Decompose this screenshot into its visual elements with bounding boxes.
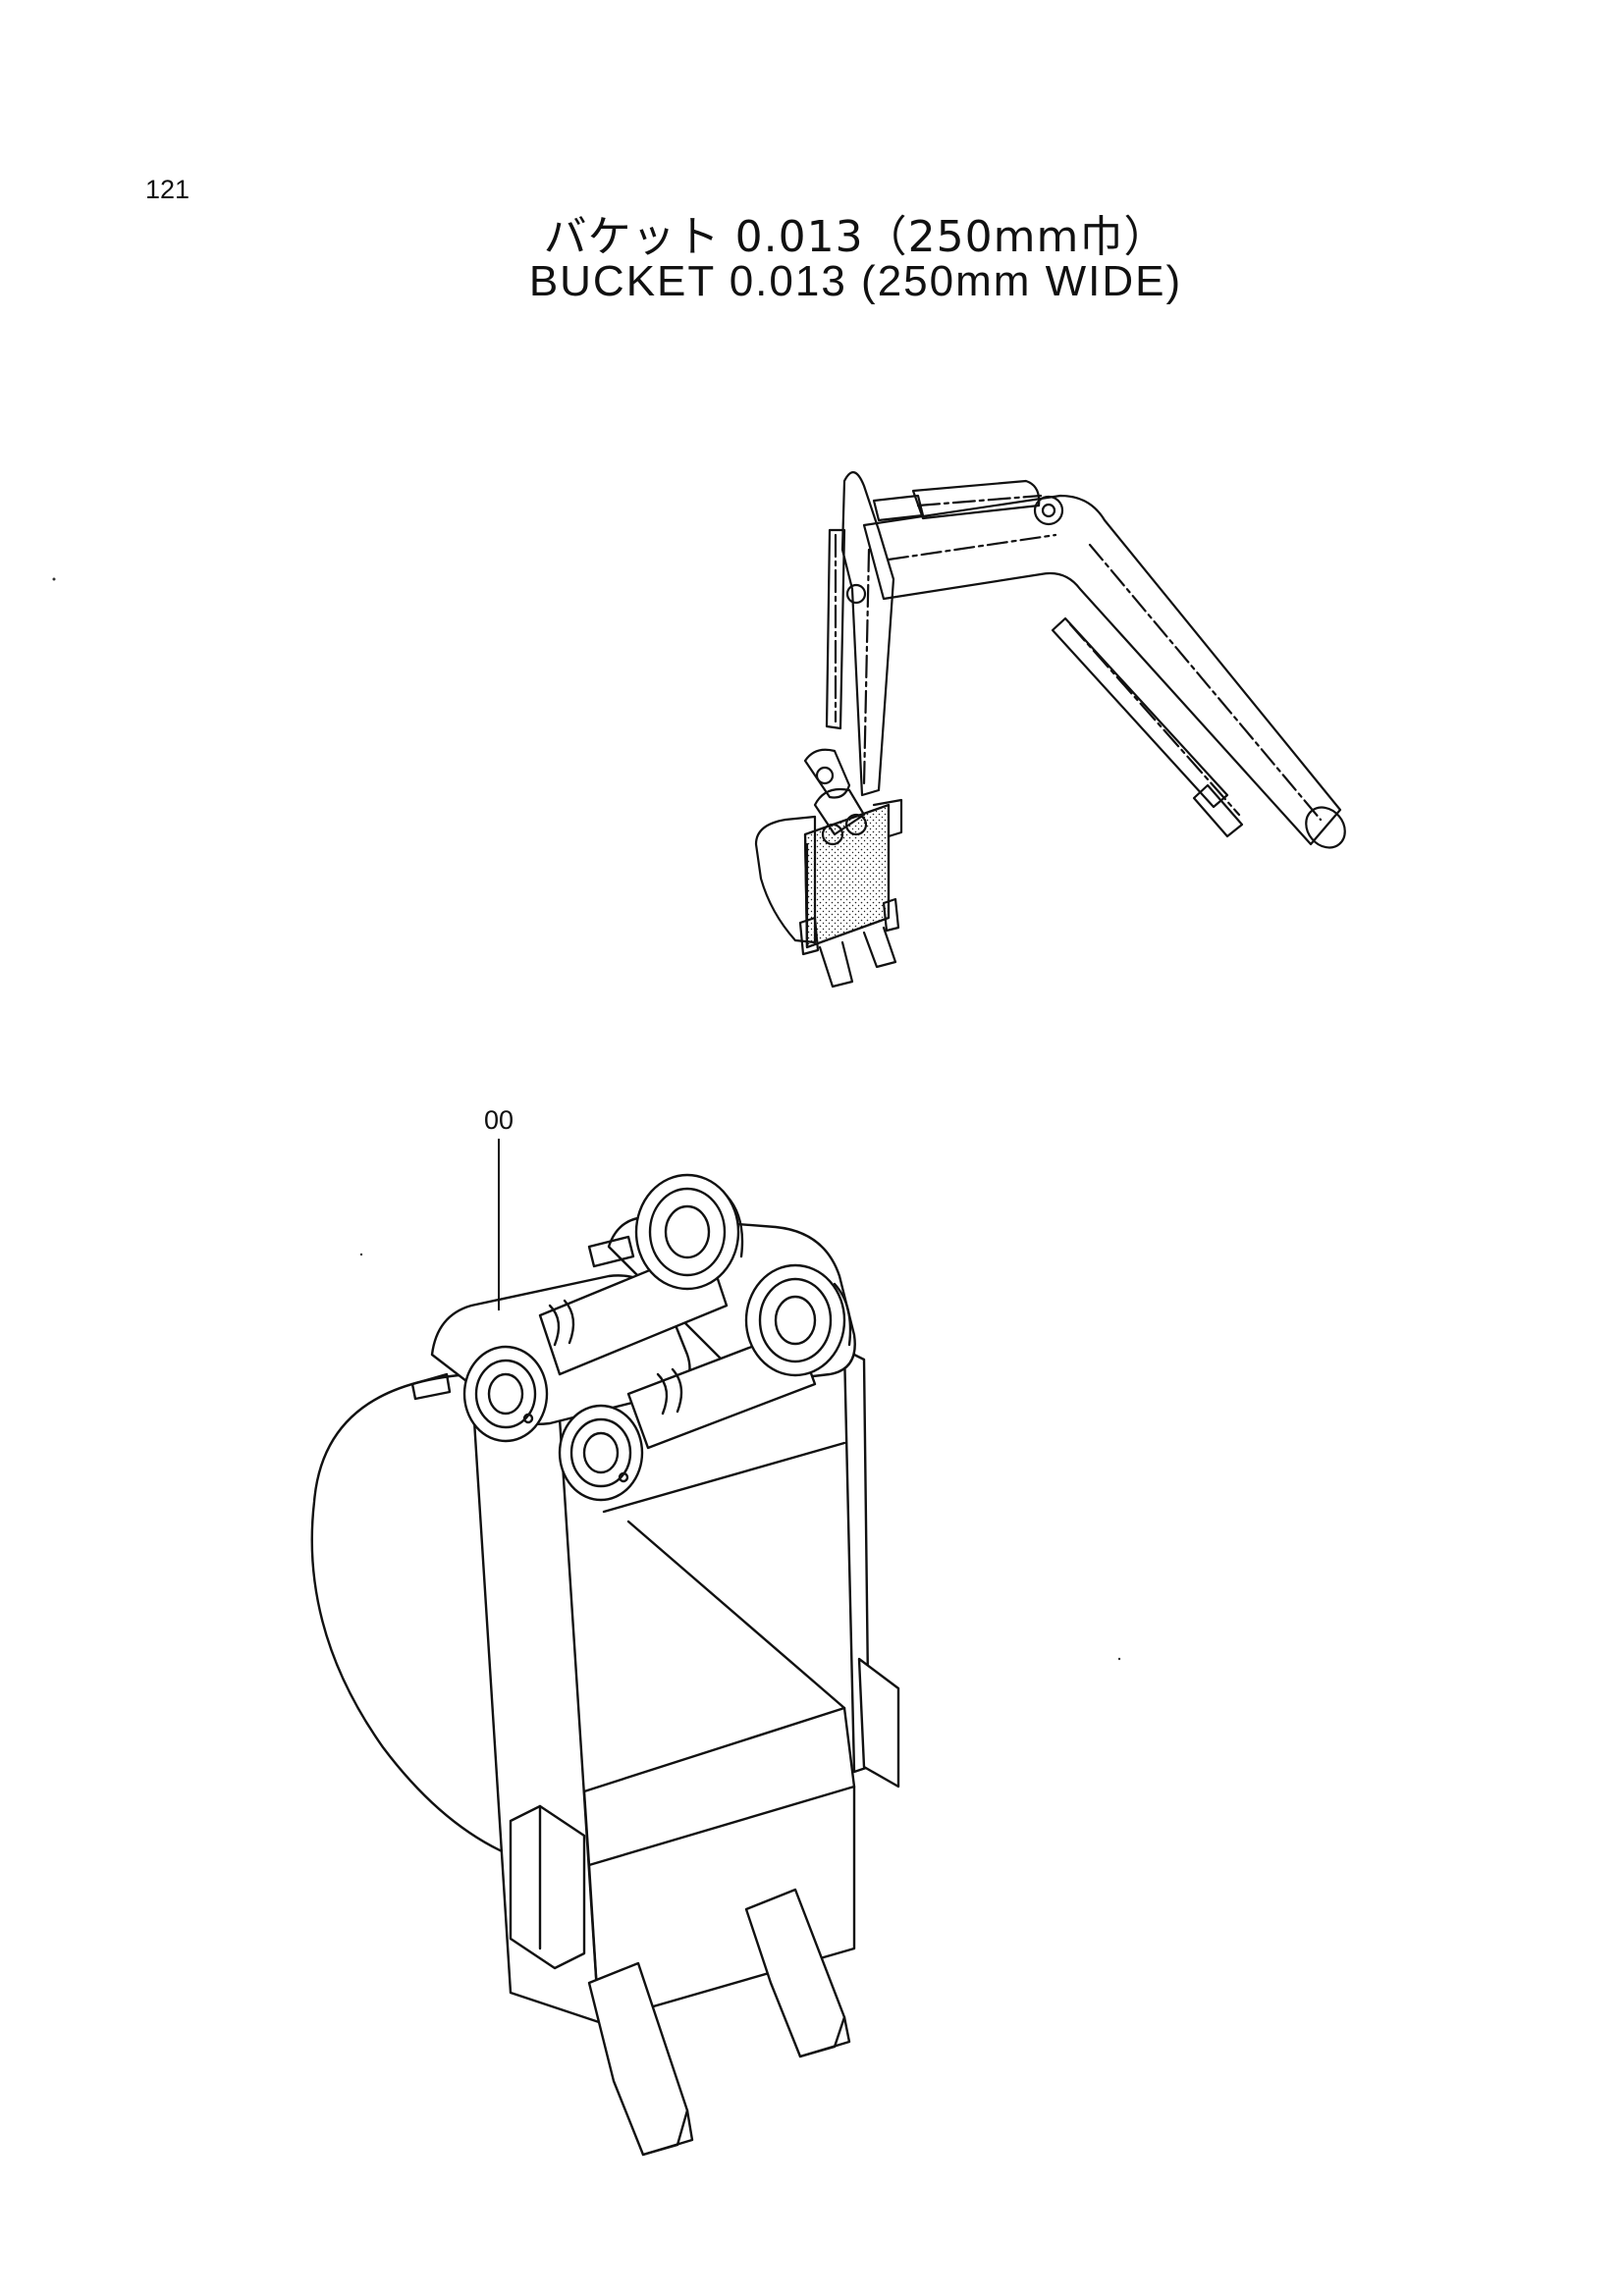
boss-front-upper [462, 1345, 549, 1443]
callout-label-00: 00 [484, 1105, 514, 1135]
excavator-arm-overview [754, 471, 1346, 988]
boss-rear-lower [744, 1263, 852, 1377]
title-japanese: バケット 0.013（250mm巾） [543, 212, 1168, 262]
boss-front-lower [558, 1404, 644, 1502]
bucket-left-side-plate [310, 1372, 513, 1857]
title-english: BUCKET 0.013 (250mm WIDE) [528, 257, 1183, 305]
page-number: 121 [145, 175, 190, 204]
bucket-right-wear-plate [857, 1657, 900, 1789]
bucket-left-wear-plate [509, 1804, 586, 1970]
bucket-assembly-drawing [310, 1173, 900, 2157]
boss-rear-upper [634, 1173, 744, 1291]
bucket-tooth-right [744, 1888, 846, 2058]
bucket-tooth-left [587, 1961, 689, 2157]
